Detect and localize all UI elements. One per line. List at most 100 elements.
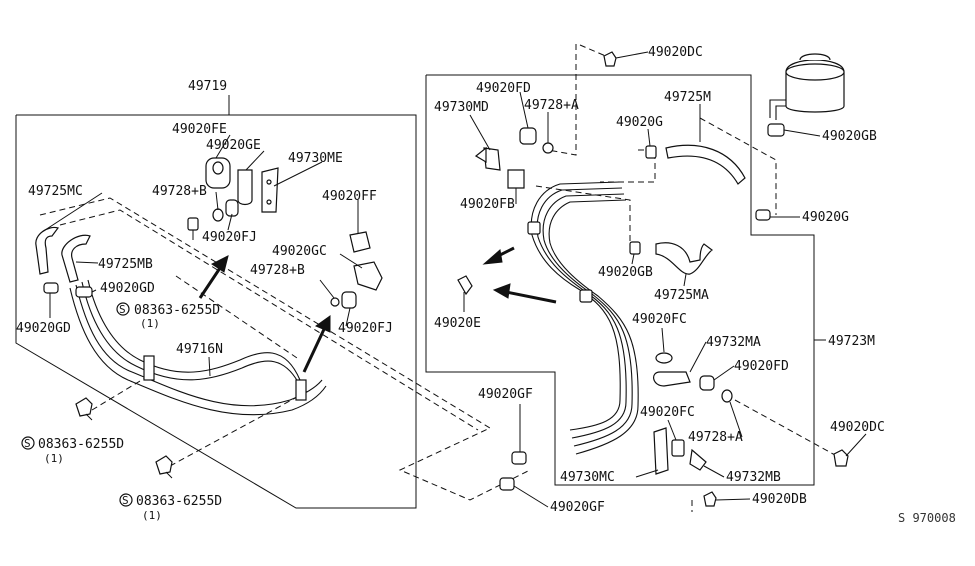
label-08363-upper: 08363-6255D xyxy=(134,303,220,318)
grommet-49020fe xyxy=(205,157,231,189)
hose-49725mc xyxy=(35,226,59,275)
washer-49728a-1 xyxy=(542,142,554,154)
clamp-49020gf-1 xyxy=(511,451,527,465)
label-49020gb-lower: 49020GB xyxy=(598,265,653,280)
bolt-49020dc-upper xyxy=(603,51,617,67)
bolt-08363-lower-2 xyxy=(155,455,173,479)
label-49020fj-2: 49020FJ xyxy=(338,321,393,336)
label-49728b-2: 49728+B xyxy=(250,263,305,278)
hose-49725m xyxy=(665,144,746,185)
block-49020ff xyxy=(349,231,371,253)
bolt-49020db xyxy=(703,491,717,507)
bracket-49730md xyxy=(474,146,501,171)
label-49728a-2: 49728+A xyxy=(688,430,743,445)
bracket-49730mc xyxy=(653,427,669,475)
callout-08363-lower: S 08363-6255D (1) xyxy=(119,493,222,522)
bolt-49020dc-lower xyxy=(833,449,849,467)
clamp-49020g-right xyxy=(755,209,771,221)
hose-49725ma xyxy=(655,242,713,275)
bolt-08363-lower-1 xyxy=(75,397,93,421)
label-49020gb-upper: 49020GB xyxy=(822,129,877,144)
label-49020ff: 49020FF xyxy=(322,189,377,204)
label-49723m: 49723M xyxy=(828,334,875,349)
clamp-49020gf-2 xyxy=(499,477,515,491)
s-mark-icon: S xyxy=(119,303,126,316)
label-49730mc: 49730MC xyxy=(560,470,615,485)
grommet-49020fd-upper xyxy=(519,127,537,145)
grommet-49020fj-1 xyxy=(225,199,239,217)
label-49020gf-upper: 49020GF xyxy=(478,387,533,402)
diagram-reference-code: S 970008 xyxy=(898,511,956,525)
right-assembly-frame xyxy=(425,74,826,486)
grommet-49020fb xyxy=(507,169,525,189)
clip-49020ge xyxy=(237,169,253,206)
label-49020fd-upper: 49020FD xyxy=(476,81,531,96)
label-49020gf-lower: 49020GF xyxy=(550,500,605,515)
washer-49728b-2 xyxy=(330,297,340,307)
label-49020g-upper: 49020G xyxy=(616,115,663,130)
label-49728b-1: 49728+B xyxy=(152,184,207,199)
label-49725mc: 49725MC xyxy=(28,184,83,199)
washer-49728b-1 xyxy=(212,208,224,222)
return-pipe-49723m xyxy=(527,181,639,455)
clamp-center-left xyxy=(143,355,307,401)
clamp-49020gb-lower xyxy=(629,241,641,255)
label-49730me: 49730ME xyxy=(288,151,343,166)
label-49020dc-upper: 49020DC xyxy=(648,45,703,60)
bolt-upper-left xyxy=(187,217,199,240)
label-49725ma: 49725MA xyxy=(654,288,709,303)
grommet-49020fj-2 xyxy=(341,291,357,309)
clamp-49020gd-left xyxy=(43,282,93,298)
label-49020fc-2: 49020FC xyxy=(640,405,695,420)
clip-49020gc xyxy=(353,261,383,291)
pressure-hose-49716n-pipes xyxy=(69,279,327,416)
label-49020db: 49020DB xyxy=(752,492,807,507)
direction-arrows-left xyxy=(198,255,331,373)
clip-49020fc-1 xyxy=(655,352,673,364)
label-49020ge: 49020GE xyxy=(206,138,261,153)
label-49020fc-1: 49020FC xyxy=(632,312,687,327)
leader-lines xyxy=(41,51,867,508)
label-49020e: 49020E xyxy=(434,316,481,331)
direction-arrows-right xyxy=(482,246,557,304)
label-49020fj-1: 49020FJ xyxy=(202,230,257,245)
clip-49020e xyxy=(457,275,473,296)
label-49716n: 49716N xyxy=(176,342,223,357)
label-08363-middle: 08363-6255D xyxy=(38,437,124,452)
label-08363-lower: 08363-6255D xyxy=(136,494,222,509)
callout-08363-upper: S 08363-6255D (1) xyxy=(116,302,220,330)
clamp-49020gb-upper xyxy=(767,123,785,137)
label-49020fb: 49020FB xyxy=(460,197,515,212)
label-49020fd-lower: 49020FD xyxy=(734,359,789,374)
grommet-49020fd-lower xyxy=(699,375,715,391)
s-mark-icon: S xyxy=(24,437,31,450)
label-49719: 49719 xyxy=(188,79,227,94)
hose-49725mb xyxy=(61,234,91,283)
reservoir-tank xyxy=(769,53,845,120)
label-49020gc: 49020GC xyxy=(272,244,327,259)
washer-49728a-2 xyxy=(721,389,733,403)
bracket-49732mb xyxy=(689,448,707,471)
label-49725m: 49725M xyxy=(664,90,711,105)
label-49020g-right: 49020G xyxy=(802,210,849,225)
clip-49020fc-2 xyxy=(671,439,685,457)
label-08363-upper-qty: (1) xyxy=(140,317,160,330)
label-49732mb: 49732MB xyxy=(726,470,781,485)
left-assembly-frame xyxy=(15,95,417,509)
label-49730md: 49730MD xyxy=(434,100,489,115)
clamp-49732ma xyxy=(653,371,691,387)
label-49020gd-2: 49020GD xyxy=(16,321,71,336)
callout-08363-middle: S 08363-6255D (1) xyxy=(21,436,124,465)
dashed-guide-lines xyxy=(39,44,836,512)
bracket-49730me xyxy=(261,167,279,213)
s-mark-icon: S xyxy=(122,494,129,507)
label-49020gd-1: 49020GD xyxy=(100,281,155,296)
label-49020fe: 49020FE xyxy=(172,122,227,137)
label-49020dc-lower: 49020DC xyxy=(830,420,885,435)
label-49728a-1: 49728+A xyxy=(524,98,579,113)
label-49725mb: 49725MB xyxy=(98,257,153,272)
label-08363-lower-qty: (1) xyxy=(142,509,162,522)
clamp-49020g-upper xyxy=(645,145,657,159)
label-08363-middle-qty: (1) xyxy=(44,452,64,465)
